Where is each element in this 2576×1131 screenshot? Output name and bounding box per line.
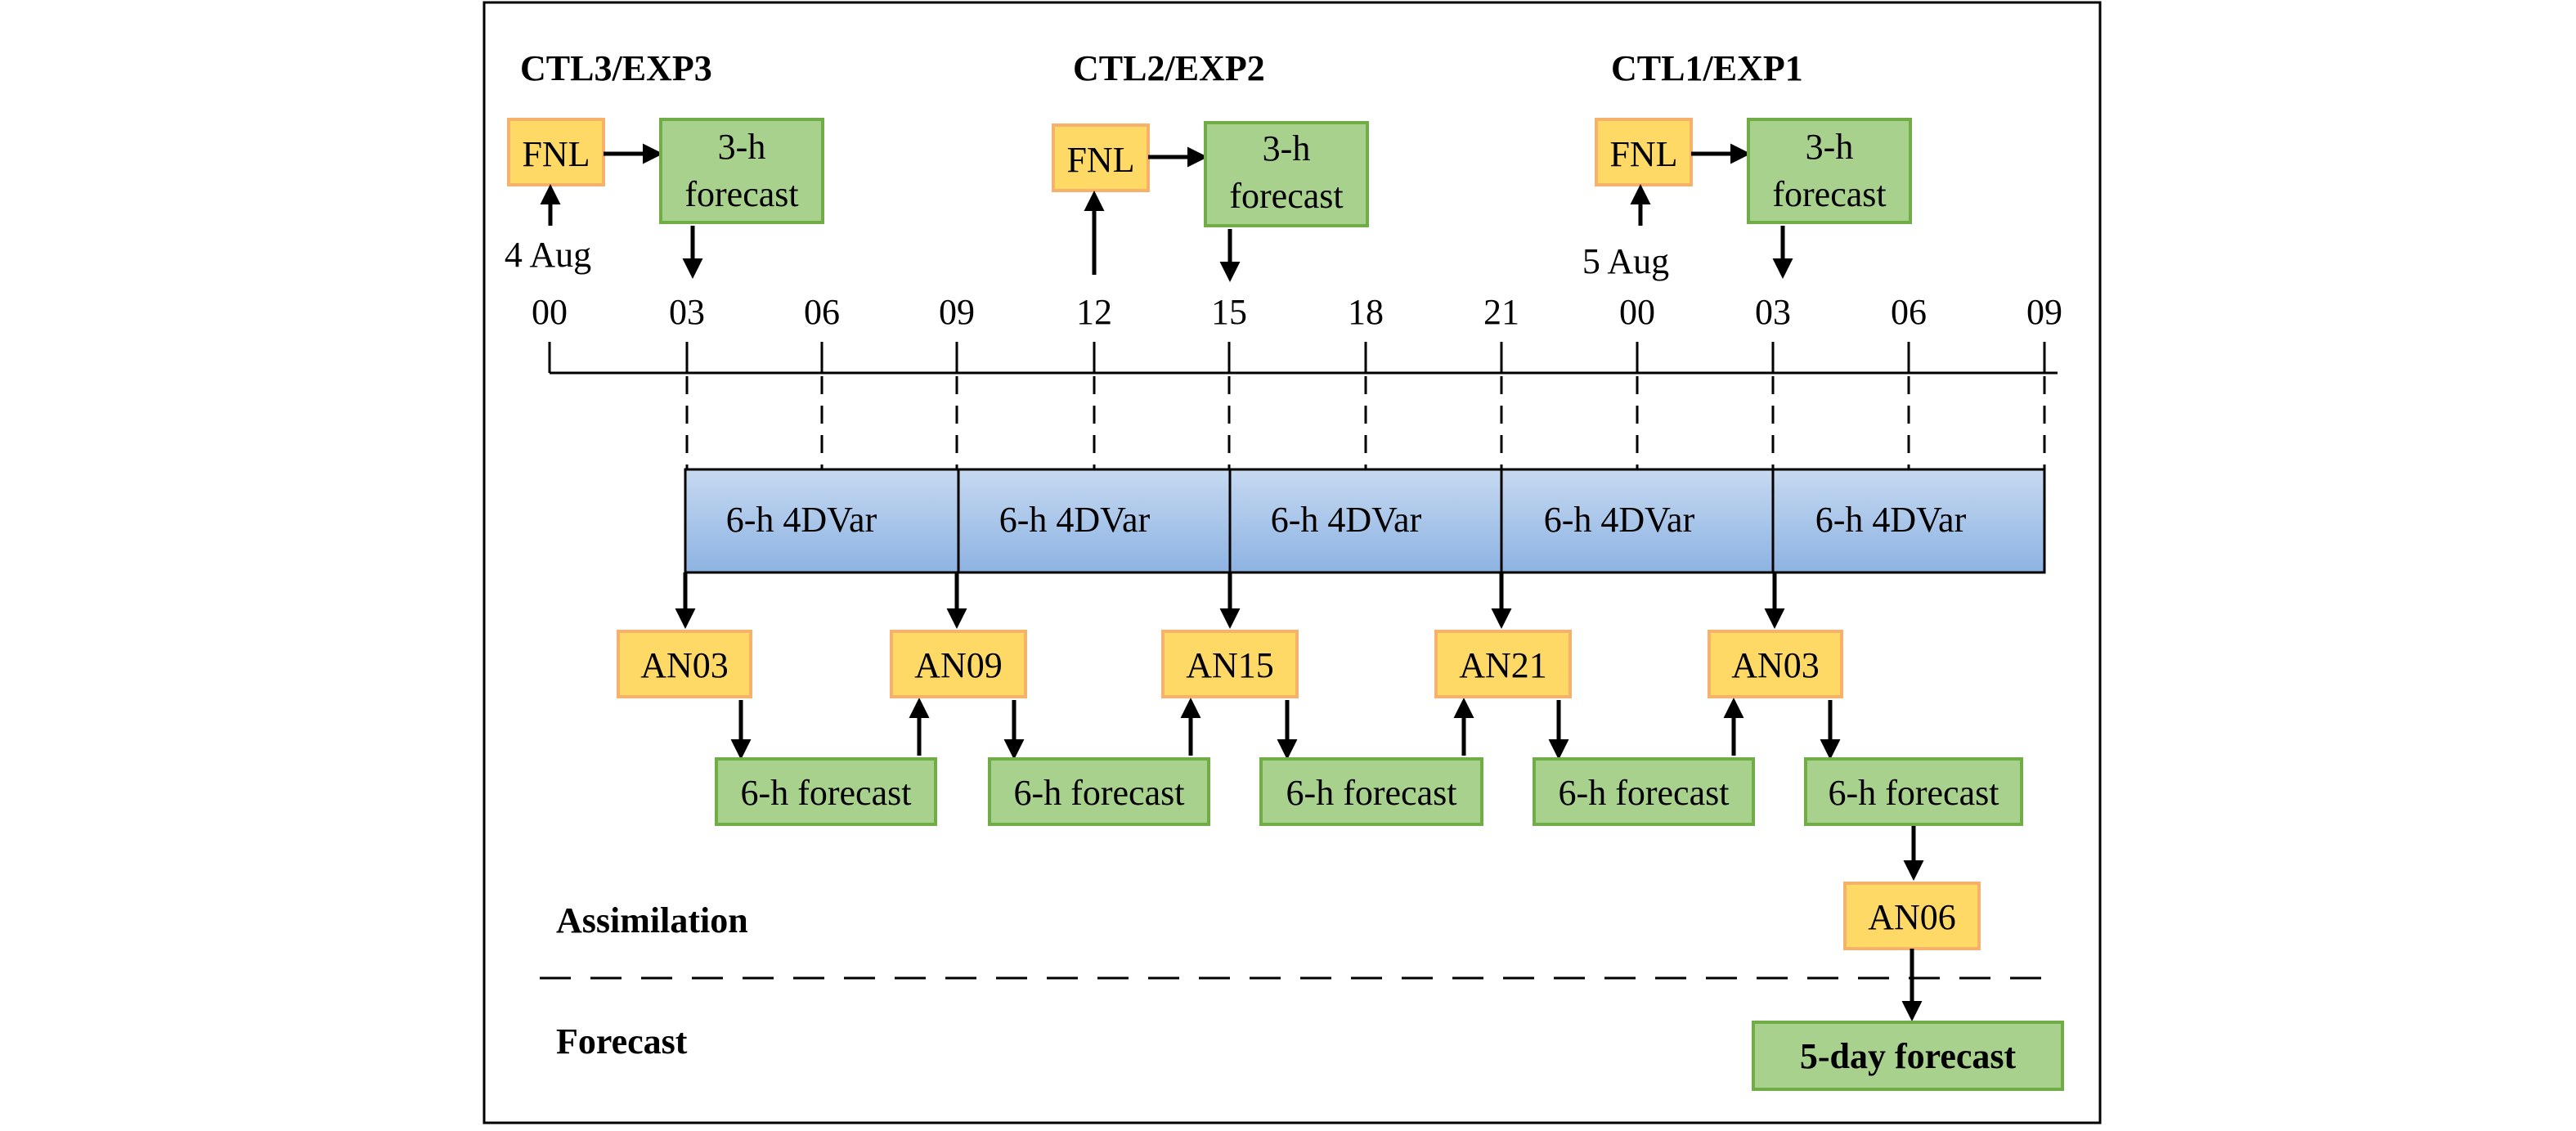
six-hour-forecast-box xyxy=(988,757,1210,826)
six-hour-forecast-label: 6-h forecast xyxy=(1286,773,1457,813)
three-hour-forecast-box xyxy=(1204,121,1369,227)
date-label: 5 Aug xyxy=(1582,241,1669,281)
assimilation-section-label: Assimilation xyxy=(556,900,748,940)
fnl-label: FNL xyxy=(522,134,590,174)
fnl-box xyxy=(1052,123,1150,192)
fnl-label: FNL xyxy=(1066,140,1134,180)
six-hour-forecast-box xyxy=(1533,757,1755,826)
three-hour-forecast-box xyxy=(659,118,824,224)
analysis-box xyxy=(1161,630,1299,698)
start-date-label: 4 Aug xyxy=(505,235,591,275)
four-dvar-window-label: 6-h 4DVar xyxy=(999,500,1151,540)
four-dvar-window-label: 6-h 4DVar xyxy=(726,500,877,540)
three-hour-forecast-label-line2: forecast xyxy=(1772,174,1886,214)
three-hour-forecast-box xyxy=(1747,118,1912,224)
experiment-ctl2-exp2: FNL 3-h forecast xyxy=(1052,121,1369,282)
timeline-tick-label: 09 xyxy=(2026,292,2062,332)
analysis-label: AN15 xyxy=(1186,645,1274,685)
four-dvar-window-label: 6-h 4DVar xyxy=(1815,500,1967,540)
final-analysis-label: AN06 xyxy=(1868,897,1956,937)
four-dvar-window xyxy=(957,468,1232,574)
timeline: 00 03 06 09 12 15 18 21 00 03 06 09 xyxy=(532,292,2062,469)
analysis-box xyxy=(890,630,1027,698)
three-hour-forecast-label-line2: forecast xyxy=(1229,176,1343,216)
timeline-tick-label: 06 xyxy=(1891,292,1927,332)
three-hour-forecast-label-line2: forecast xyxy=(684,174,798,214)
four-dvar-window-label: 6-h 4DVar xyxy=(1271,500,1422,540)
analysis-box xyxy=(1708,630,1843,698)
timeline-tick-label: 00 xyxy=(1619,292,1655,332)
six-hour-forecast-box xyxy=(1804,757,2023,826)
experiment-ctl3-exp3: FNL 3-h forecast 4 Aug xyxy=(505,118,824,279)
timeline-tick-label: 03 xyxy=(1755,292,1791,332)
five-day-forecast-label: 5-day forecast xyxy=(1800,1036,2017,1076)
four-dvar-window xyxy=(1771,468,2046,574)
four-dvar-window xyxy=(1500,468,1775,574)
analysis-label: AN03 xyxy=(1731,645,1820,685)
three-hour-forecast-label-line1: 3-h xyxy=(1263,128,1311,168)
timeline-tick-label: 03 xyxy=(669,292,705,332)
analysis-box xyxy=(617,630,752,698)
analysis-label: AN21 xyxy=(1459,645,1547,685)
five-day-forecast-box xyxy=(1752,1021,2064,1091)
six-hour-forecast-label: 6-h forecast xyxy=(1014,773,1185,813)
six-hour-forecast-label: 6-h forecast xyxy=(1559,773,1730,813)
six-hour-forecast-label: 6-h forecast xyxy=(1829,773,1999,813)
forecast-section-label: Forecast xyxy=(556,1021,688,1061)
analysis-cycle: AN03 6-h forecast AN09 6-h forecast AN15… xyxy=(617,572,2023,826)
timeline-tick-label: 15 xyxy=(1211,292,1247,332)
four-dvar-window-label: 6-h 4DVar xyxy=(1544,500,1695,540)
experiment-title-ctl1-exp1: CTL1/EXP1 xyxy=(1611,48,1803,88)
final-analysis-box xyxy=(1843,882,1981,950)
analysis-label: AN09 xyxy=(914,645,1003,685)
timeline-tick-label: 06 xyxy=(804,292,840,332)
six-hour-forecast-label: 6-h forecast xyxy=(741,773,912,813)
fnl-label: FNL xyxy=(1609,134,1677,174)
experiment-title-ctl2-exp2: CTL2/EXP2 xyxy=(1073,48,1265,88)
six-hour-forecast-box xyxy=(1259,757,1483,826)
experiment-title-ctl3-exp3: CTL3/EXP3 xyxy=(520,48,712,88)
six-hour-forecast-box xyxy=(715,757,937,826)
experiment-ctl1-exp1: FNL 3-h forecast 5 Aug xyxy=(1582,118,1912,281)
three-hour-forecast-label-line1: 3-h xyxy=(718,127,766,167)
four-dvar-window xyxy=(684,468,960,574)
timeline-tick-label: 00 xyxy=(532,292,568,332)
three-hour-forecast-label-line1: 3-h xyxy=(1806,127,1854,167)
timeline-tick-label: 18 xyxy=(1348,292,1384,332)
timeline-tick-label: 12 xyxy=(1076,292,1112,332)
four-dvar-windows: 6-h 4DVar 6-h 4DVar 6-h 4DVar 6-h 4DVar … xyxy=(684,468,2046,574)
timeline-tick-label: 09 xyxy=(939,292,975,332)
analysis-box xyxy=(1434,630,1572,698)
timeline-tick-label: 21 xyxy=(1483,292,1519,332)
analysis-label: AN03 xyxy=(640,645,729,685)
